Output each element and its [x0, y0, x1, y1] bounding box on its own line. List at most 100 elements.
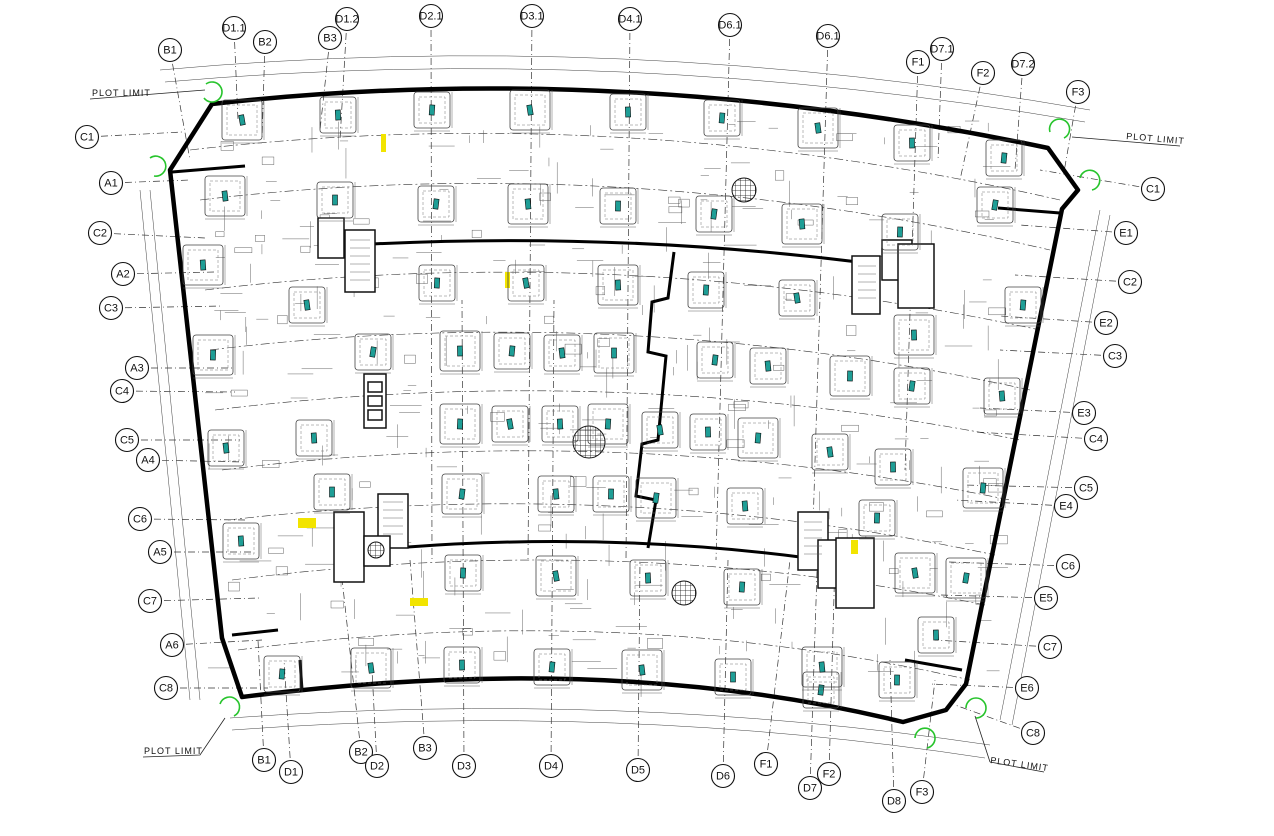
dimension-line [231, 720, 986, 759]
column [962, 572, 970, 584]
column [1019, 299, 1027, 311]
pile-cap-footing [703, 99, 743, 140]
column [764, 360, 772, 372]
pile-cap-footing [507, 183, 551, 228]
grid-bubble-label: D3.1 [520, 11, 543, 23]
ramp-beam-lower [407, 540, 809, 560]
column [793, 292, 801, 304]
grid-bubble-right: E3 [1071, 400, 1097, 426]
column [730, 671, 736, 683]
column [458, 488, 466, 500]
grid-bubble-label: D1.2 [335, 14, 358, 26]
column [456, 418, 464, 430]
grid-bubble-label: D4 [544, 761, 558, 773]
grid-bubble-label: D1.1 [222, 23, 245, 35]
dimension-line [229, 708, 991, 746]
grid-bubble-label: E4 [1059, 501, 1072, 513]
grid-line [954, 499, 1067, 507]
grid-bubble-label: D6.1 [718, 20, 741, 32]
column [711, 354, 719, 366]
grid-bubble-label: E3 [1077, 408, 1090, 420]
grid-line [999, 349, 1116, 357]
grid-line [921, 679, 936, 793]
grid-bubble-label: F1 [912, 57, 925, 69]
grid-bubble-label: F2 [977, 68, 990, 80]
column [818, 661, 826, 673]
highlight-mark [505, 272, 510, 288]
pile-cap-footing [917, 616, 957, 657]
column [718, 112, 726, 124]
grid-bubble-label: D7 [803, 783, 817, 795]
grid-bubble-top: B2 [252, 29, 278, 55]
grid-bubble-top: B1 [157, 37, 183, 63]
pile-cap-footing [509, 89, 553, 134]
grid-bubble-left: C3 [98, 295, 124, 321]
dimension-line [164, 68, 1086, 123]
column [998, 390, 1006, 402]
grid-bubble-right: C4 [1083, 426, 1109, 452]
lift-core-left-bottom [333, 493, 409, 583]
grid-line [959, 72, 984, 181]
column [303, 299, 311, 311]
dimension-line [139, 189, 191, 701]
pile-cap-footing [593, 332, 637, 377]
column [508, 345, 516, 357]
grid-line [904, 61, 919, 471]
grid-line [261, 41, 266, 141]
grid-line [171, 639, 263, 646]
column [526, 104, 534, 116]
grid-lines [86, 15, 1154, 802]
grid-line [461, 299, 465, 767]
pile-cap-footing [811, 433, 851, 474]
pile-cap-footing [962, 467, 1006, 512]
pile-cap-footing [443, 646, 483, 687]
grid-bubble-label: C2 [93, 228, 107, 240]
grid-line [934, 639, 1051, 648]
pile-cap-footing [316, 181, 356, 222]
grid-bubble-label: C2 [1123, 277, 1137, 289]
grid-bubble-right: C6 [1055, 553, 1081, 579]
grid-bubble-left: C6 [127, 506, 153, 532]
column [909, 137, 915, 149]
column [625, 106, 631, 118]
grid-line [257, 639, 265, 761]
grid-bubble-bottom: D6 [710, 763, 736, 789]
pile-cap-footing [689, 413, 729, 454]
column [798, 218, 806, 230]
pile-cap-footing [533, 648, 573, 689]
grid-line [954, 704, 1034, 734]
grid-bubble-bottom: D7 [797, 775, 823, 801]
pile-cap-footing [204, 175, 248, 220]
column [911, 329, 917, 341]
highlight-mark [298, 518, 316, 528]
pile-cap-footing [976, 186, 1016, 227]
highlight-mark [381, 134, 386, 152]
pile-cap-footing [641, 411, 681, 452]
column [433, 277, 441, 289]
grid-bubble-left: C5 [114, 427, 140, 453]
grid-bubble-right: C7 [1037, 634, 1063, 660]
grid-bubble-bottom: F1 [753, 751, 779, 777]
grid-bubble-bottom: D1 [278, 759, 304, 785]
pile-cap-footing [985, 139, 1025, 180]
grid-line [889, 659, 895, 802]
grid-bubble-label: B2 [354, 747, 367, 759]
grid-bubble-label: D4.1 [618, 14, 641, 26]
column [608, 488, 614, 500]
pile-cap-footing [945, 557, 989, 602]
grid-bubble-top: D4.1 [617, 6, 643, 32]
grid-line [149, 597, 261, 602]
grid-bubble-right: C5 [1073, 475, 1099, 501]
column [702, 284, 710, 296]
grid-arc [189, 133, 1061, 201]
pile-cap-footing [418, 264, 458, 305]
column [428, 104, 436, 116]
grid-line [937, 48, 943, 161]
basement-outline [167, 86, 1081, 725]
dimension-line [1011, 214, 1111, 726]
pile-cap-footing [801, 646, 845, 691]
grid-bubble-left: C7 [137, 588, 163, 614]
grid-line [929, 683, 1028, 689]
grid-line [979, 407, 1085, 414]
